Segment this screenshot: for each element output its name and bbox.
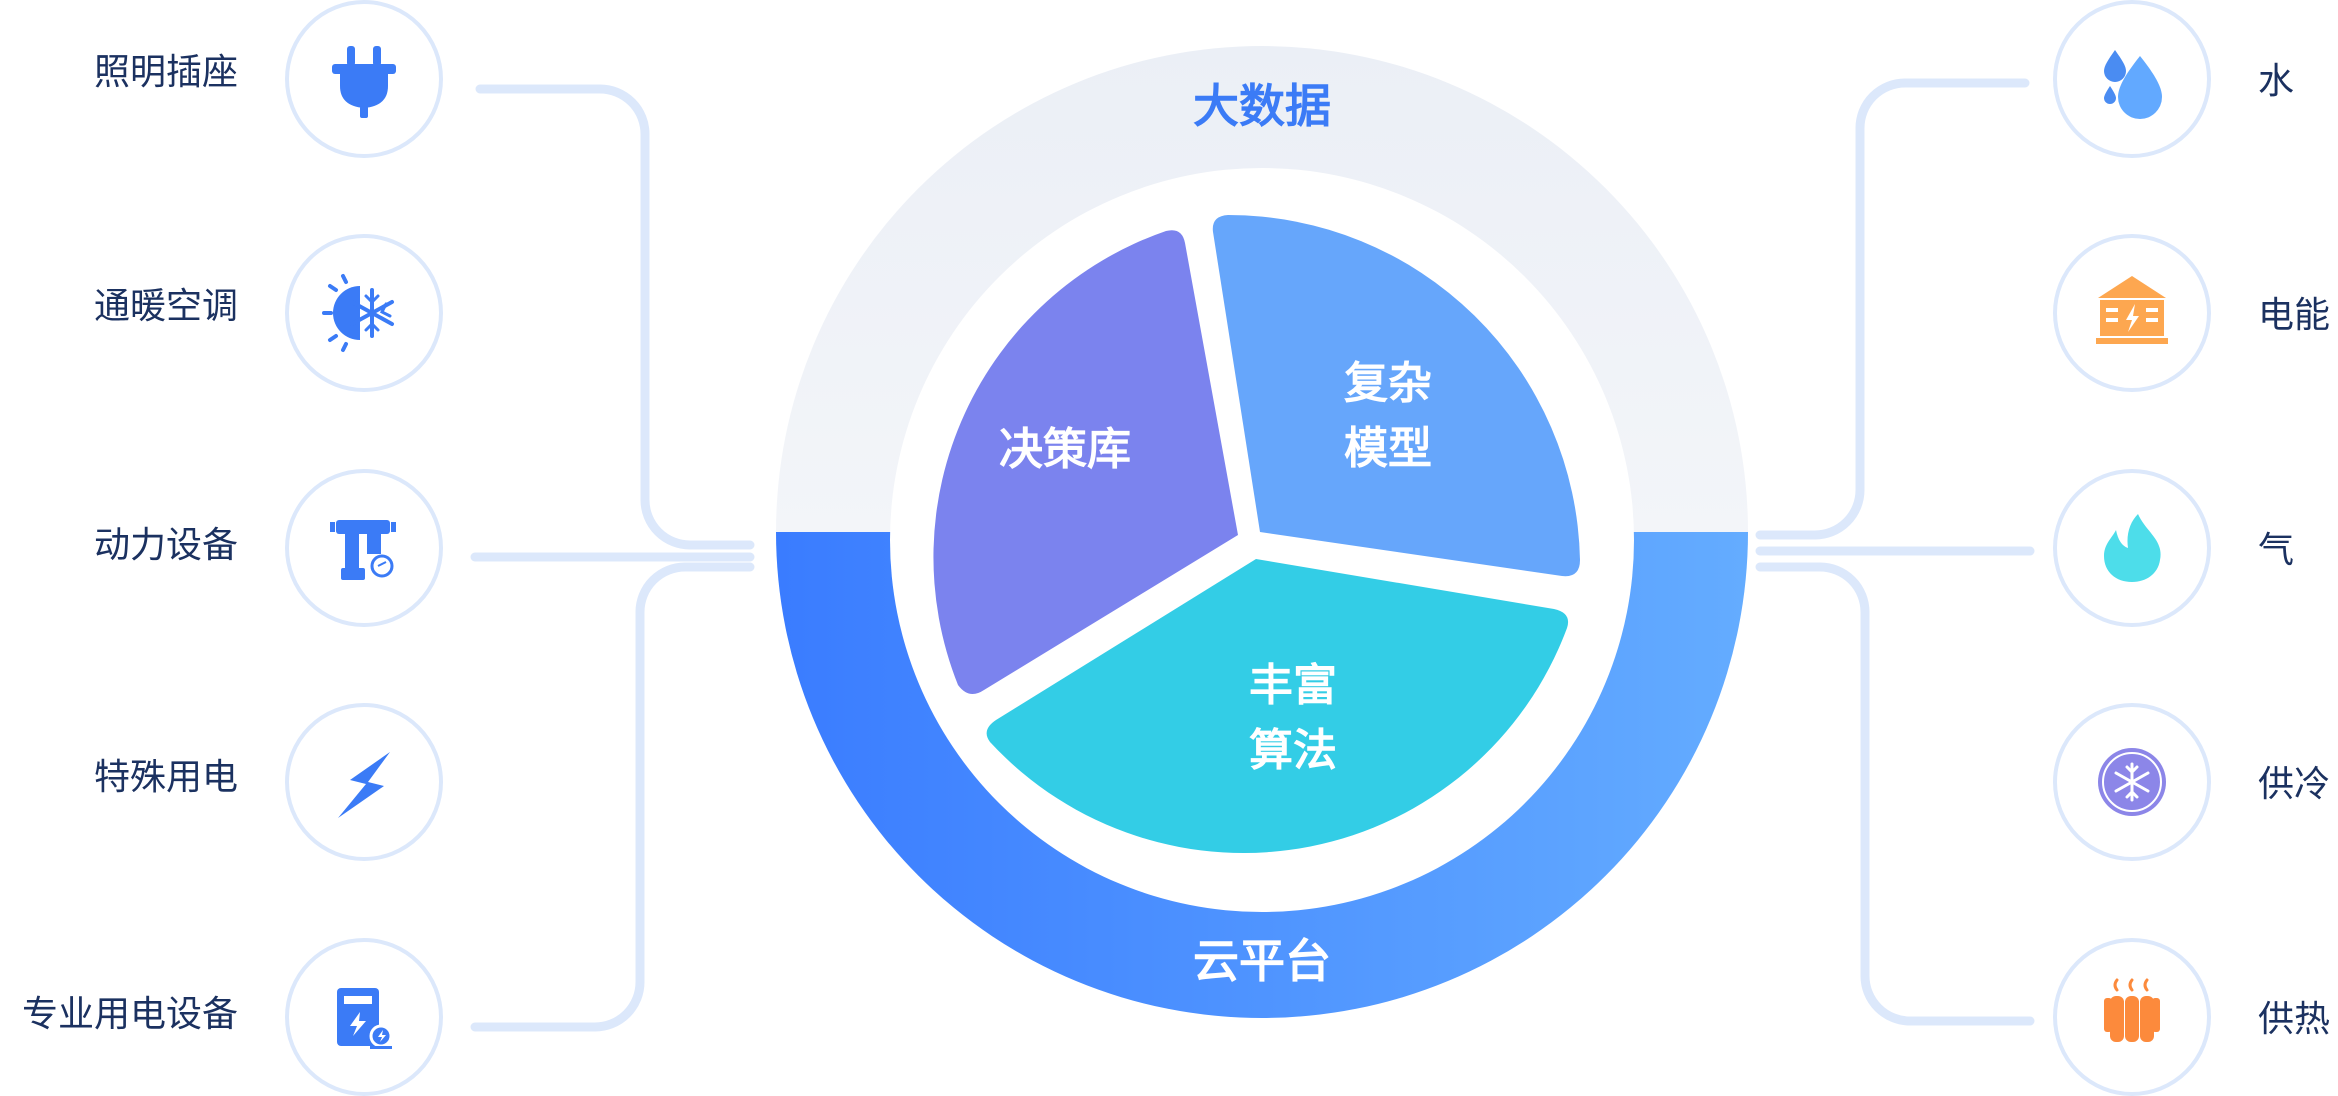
right-item-label: 供热: [2258, 999, 2330, 1040]
right-item-heating: 供热: [2053, 938, 2330, 1096]
left-item-special-power: 特殊用电: [94, 703, 443, 861]
left-item-label: 特殊用电: [94, 757, 238, 798]
left-item-lighting: 照明插座: [94, 0, 443, 158]
snowflake-icon: [2098, 748, 2166, 816]
left-item-label: 动力设备: [94, 525, 238, 566]
right-item-electric: 电能: [2053, 234, 2330, 392]
connector-right-1: [1755, 78, 2030, 540]
segment-algorithm-label-2: 算法: [1249, 725, 1337, 776]
plug-icon: [332, 46, 396, 118]
segment-model: [1212, 215, 1580, 577]
left-connectors: [470, 84, 755, 1032]
left-item-hvac: 通暖空调: [94, 234, 443, 392]
right-item-gas: 气: [2053, 469, 2294, 627]
right-item-label: 电能: [2258, 295, 2330, 336]
heating-ac-icon: [322, 274, 394, 352]
left-item-power-equipment: 动力设备: [94, 469, 443, 627]
left-items: 照明插座 通暖空调: [22, 0, 443, 1096]
water-drop-icon: [2104, 50, 2162, 119]
bottom-ring-title: 云平台: [1193, 934, 1331, 988]
right-item-label: 水: [2258, 61, 2294, 102]
left-item-professional-equipment: 专业用电设备: [22, 938, 443, 1096]
top-ring-title: 大数据: [1193, 79, 1331, 133]
segment-model-label-2: 模型: [1344, 423, 1432, 474]
left-item-label: 专业用电设备: [22, 994, 238, 1035]
right-items: 水 电能 气: [2053, 0, 2330, 1096]
segment-algorithm: [986, 559, 1569, 854]
left-item-label: 通暖空调: [94, 286, 238, 327]
right-item-cooling: 供冷: [2053, 703, 2330, 861]
flame-icon: [2104, 514, 2161, 582]
connector-left-1: [475, 84, 755, 550]
power-station-icon: [2096, 276, 2168, 344]
central-circle: 大数据 云平台 决策库 复杂 模型 丰富 算法: [776, 46, 1748, 1018]
connector-right-5: [1755, 562, 2035, 1026]
connector-left-5: [470, 562, 755, 1032]
icon-circle: [285, 469, 443, 627]
right-item-label: 供冷: [2258, 764, 2330, 805]
segment-algorithm-label-1: 丰富: [1249, 660, 1337, 711]
right-item-label: 气: [2258, 530, 2294, 571]
radiator-icon: [2104, 978, 2160, 1042]
icon-circle: [285, 234, 443, 392]
segment-model-label-1: 复杂: [1344, 358, 1432, 409]
lightning-icon: [338, 752, 390, 818]
left-item-label: 照明插座: [94, 52, 238, 93]
right-item-water: 水: [2053, 0, 2294, 158]
segment-decision-label: 决策库: [999, 424, 1131, 475]
pump-icon: [330, 520, 396, 580]
right-connectors: [1755, 78, 2035, 1026]
segment-decision: [933, 230, 1238, 694]
power-cabinet-icon: [337, 988, 393, 1049]
